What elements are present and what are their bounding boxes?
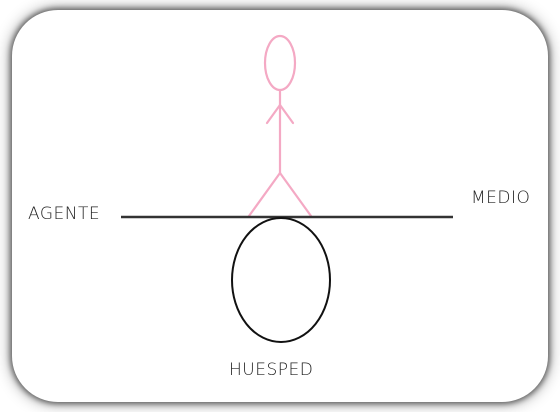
figure-left-leg [247, 171, 282, 218]
diagram-card [12, 10, 548, 402]
figure-right-arm [278, 103, 295, 125]
host-label: HUESPED [229, 360, 313, 380]
figure-head [263, 34, 297, 92]
host-circle [231, 217, 331, 343]
figure-right-leg [278, 171, 313, 218]
medium-label: MEDIO [471, 188, 530, 208]
agent-label: AGENTE [28, 204, 100, 224]
figure-left-arm [265, 103, 282, 125]
stick-figure [247, 34, 313, 218]
